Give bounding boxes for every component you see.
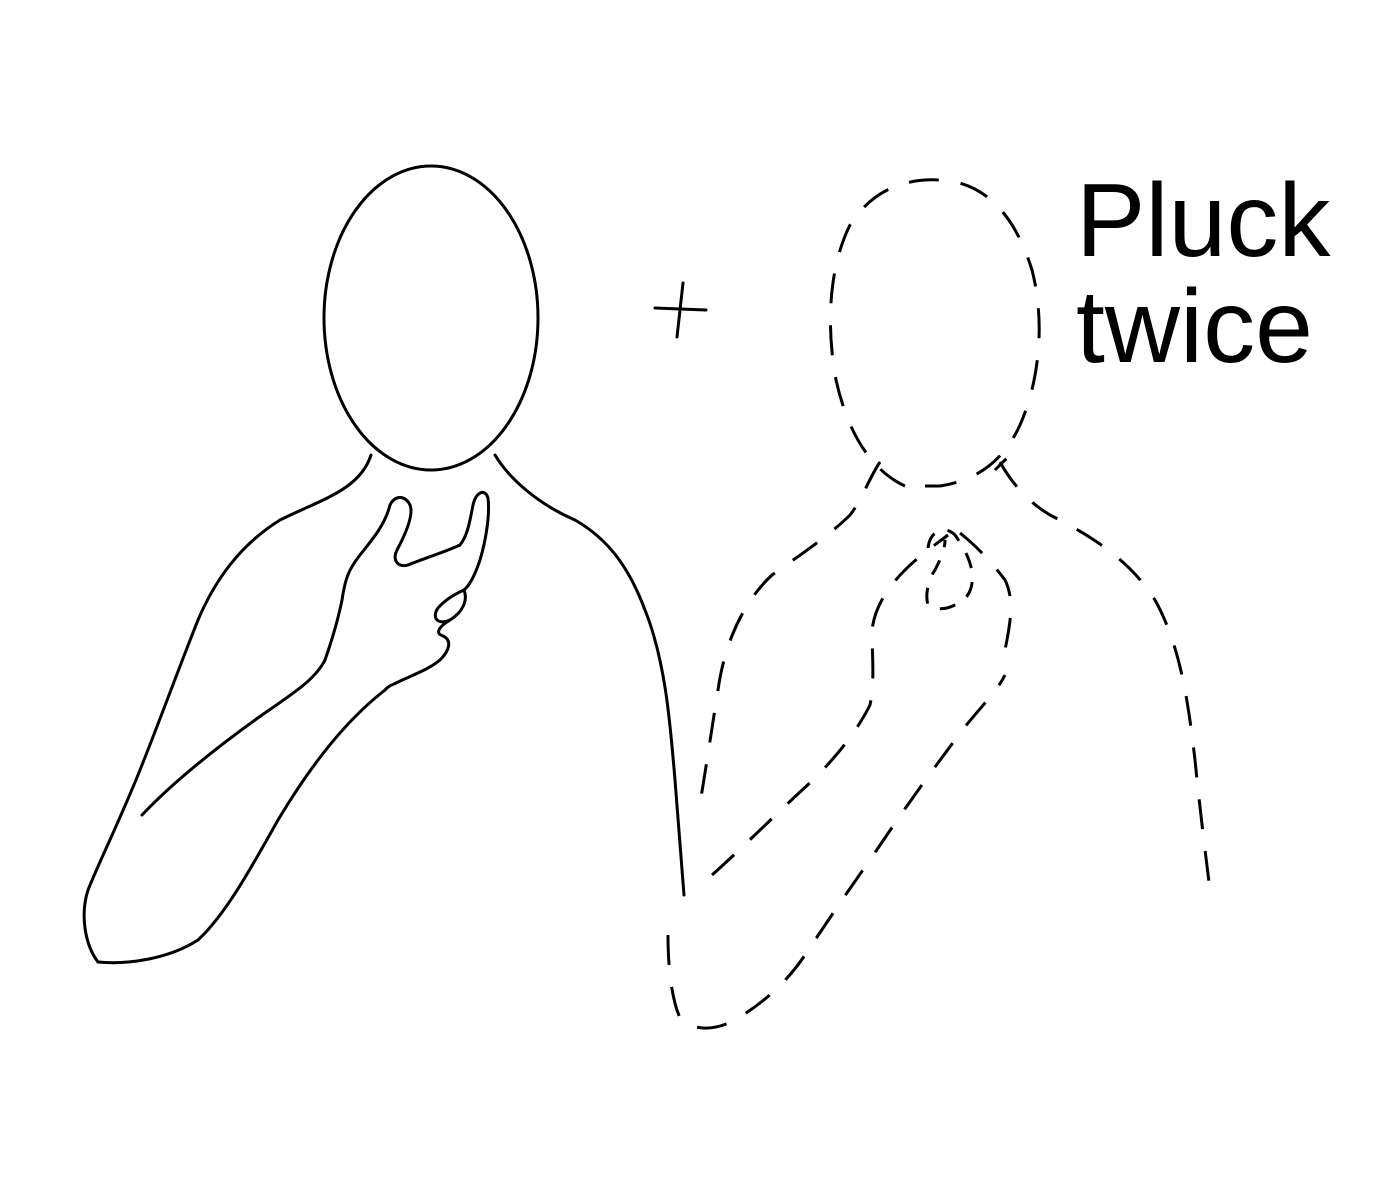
- instruction-caption: Pluck twice: [1076, 168, 1330, 380]
- dashed-fingertip: [925, 528, 974, 611]
- caption-line-1: Pluck: [1076, 163, 1331, 279]
- solid-figure: [82, 164, 686, 965]
- caption-line-2: twice: [1076, 269, 1313, 385]
- solid-hand: [323, 490, 490, 692]
- solid-forearm-lower: [96, 688, 387, 965]
- plus-sign: [653, 281, 708, 339]
- dashed-figure: [666, 178, 1212, 1030]
- dashed-neck-mark: [993, 453, 1012, 472]
- dashed-knuckles: [959, 531, 1013, 651]
- solid-finger: [433, 588, 466, 624]
- dashed-head: [828, 178, 1041, 488]
- dashed-hand-detail: [925, 453, 1012, 611]
- dashed-left-shoulder: [696, 461, 882, 816]
- solid-right-shoulder: [493, 453, 686, 897]
- solid-forearm-upper: [140, 658, 327, 817]
- dashed-right-shoulder: [998, 461, 1212, 891]
- dashed-arm-lower: [711, 533, 949, 877]
- dashed-arm-upper: [666, 674, 1007, 1030]
- solid-left-shoulder: [82, 453, 373, 964]
- solid-head: [322, 164, 540, 472]
